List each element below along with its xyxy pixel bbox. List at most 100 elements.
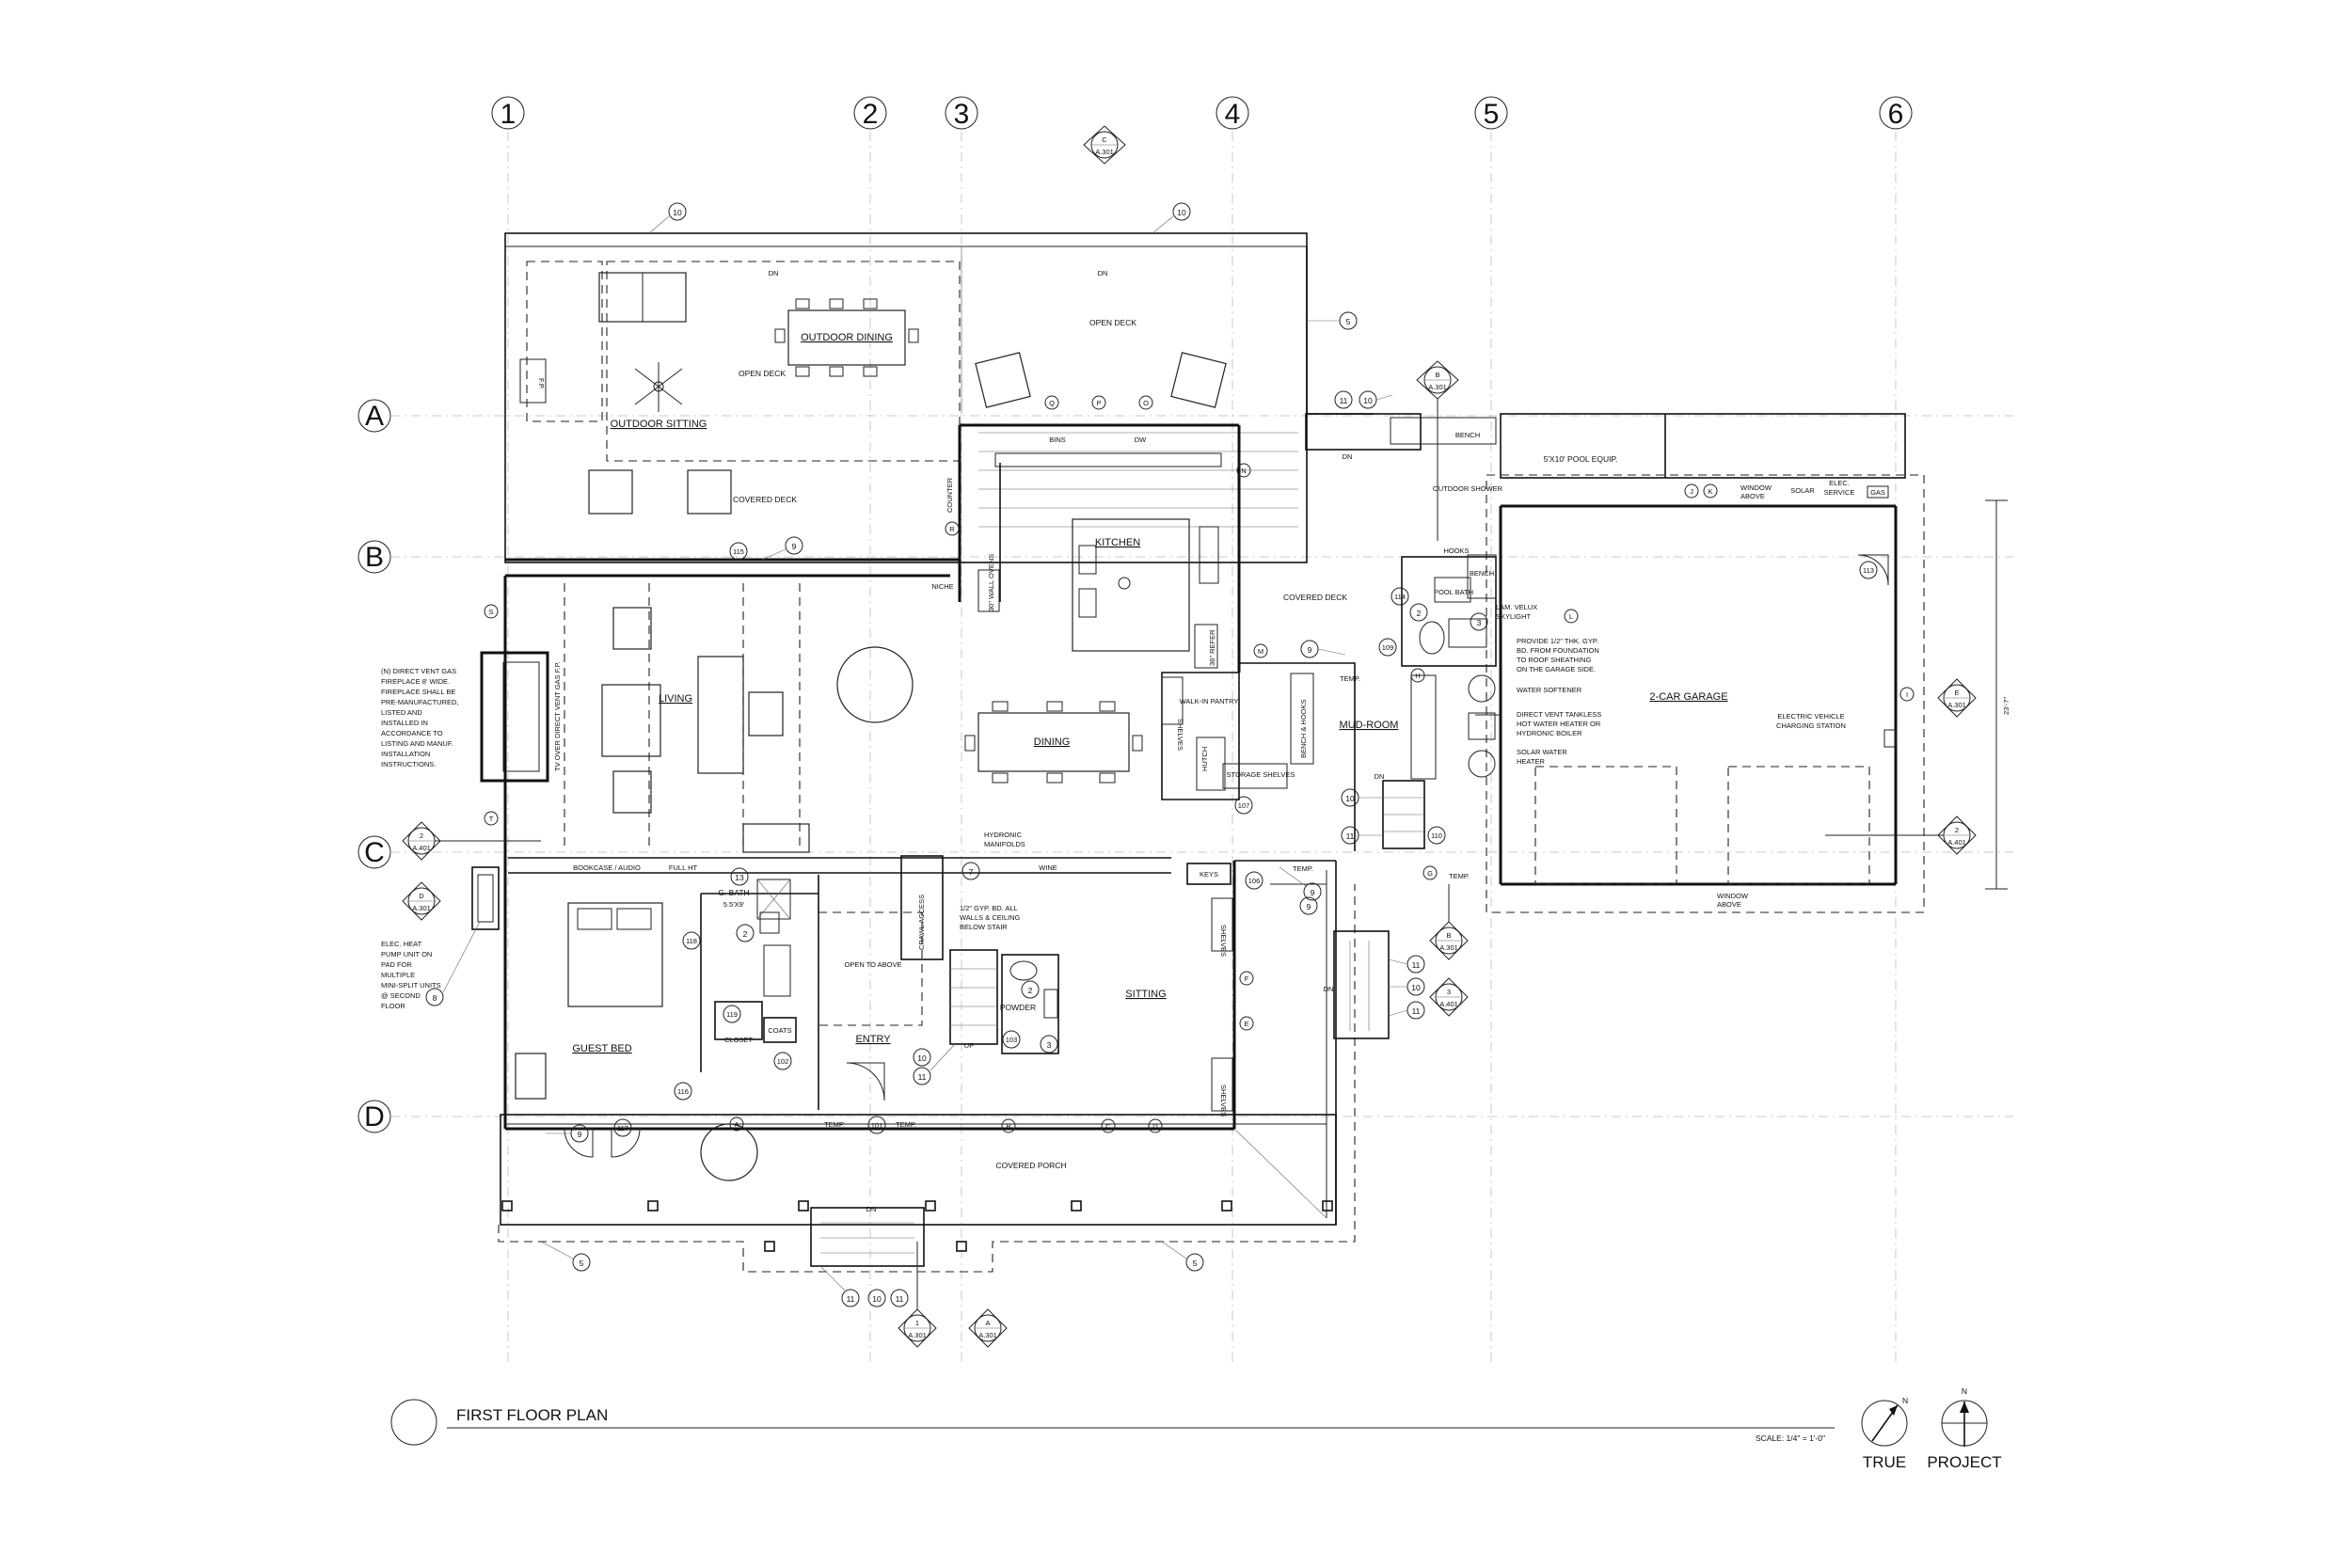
grid-row-d: D: [358, 1100, 2013, 1133]
svg-text:A.301: A.301: [1428, 383, 1447, 391]
title-block: FIRST FLOOR PLAN SCALE: 1/4" = 1'-0": [390, 1399, 1835, 1446]
svg-text:109: 109: [1382, 643, 1394, 652]
svg-text:2: 2: [420, 832, 423, 840]
room-label-kitchen: KITCHEN: [1095, 537, 1140, 548]
keynote: 13: [730, 867, 749, 886]
keynotes: 10 10 5 11 10 9 9 10 11 13 2 7 8 11 10 1…: [425, 202, 1488, 1307]
drawing-scale: SCALE: 1/4" = 1'-0": [1756, 1433, 1825, 1443]
svg-text:LISTED AND: LISTED AND: [381, 708, 422, 717]
keynote: 9: [761, 536, 803, 561]
room-label-dining: DINING: [1034, 736, 1071, 748]
rear-deck: [504, 232, 1497, 563]
svg-text:LISTING AND MANUF.: LISTING AND MANUF.: [381, 739, 453, 748]
svg-text:E: E: [1244, 1020, 1248, 1028]
dining-chairs: [774, 298, 919, 377]
window-above-note-2a: WINDOW: [1717, 892, 1749, 900]
room-label-entry: ENTRY: [855, 1034, 891, 1045]
keynote: 10: [867, 1289, 886, 1307]
svg-text:1: 1: [915, 1319, 919, 1327]
window-marker: O: [1138, 395, 1153, 410]
window-markers: Q P O N M L K J I H G F E D C B A S R T: [484, 395, 1915, 1133]
svg-text:11: 11: [847, 1294, 855, 1304]
dw-note: DW: [1135, 436, 1147, 444]
keynote: 11: [819, 1265, 860, 1307]
main-house-walls: [480, 423, 1497, 1131]
svg-text:INSTALLATION: INSTALLATION: [381, 750, 430, 758]
svg-text:10: 10: [1411, 983, 1421, 992]
window-marker: R: [945, 521, 960, 536]
room-label-covered-deck-east: COVERED DECK: [1283, 593, 1347, 602]
bench-note-bath: BENCH: [1470, 569, 1494, 578]
svg-text:2: 2: [1028, 986, 1033, 995]
window-marker: B: [1001, 1118, 1016, 1133]
svg-text:F: F: [1245, 974, 1249, 983]
svg-text:10: 10: [673, 208, 682, 217]
svg-text:ACCORDANCE TO: ACCORDANCE TO: [381, 729, 443, 737]
bench-hooks-note: BENCH & HOOKS: [1299, 699, 1308, 758]
svg-text:119: 119: [726, 1010, 738, 1019]
dn-note-2: DN: [1098, 269, 1108, 277]
room-tag: 103: [1002, 1030, 1021, 1049]
keynote: 5: [1161, 1241, 1204, 1272]
keynote: 2: [736, 924, 755, 942]
keynote: 9: [1300, 640, 1346, 658]
svg-text:113: 113: [1863, 566, 1874, 575]
window-marker: S: [484, 604, 499, 619]
svg-text:L: L: [1569, 612, 1573, 621]
svg-text:ELEC. HEAT: ELEC. HEAT: [381, 940, 422, 948]
grid-row-c: C: [358, 835, 2013, 869]
room-tag: 115: [729, 542, 748, 561]
svg-text:5: 5: [1193, 1259, 1198, 1268]
sitting-shelves-note-2: SHELVES: [1219, 1085, 1228, 1117]
room-label-walk-in-pantry: WALK-IN PANTRY: [1180, 697, 1239, 705]
svg-text:D: D: [419, 892, 424, 900]
svg-text:A.401: A.401: [1947, 838, 1966, 847]
ev-note-1: ELECTRIC VEHICLE: [1777, 712, 1844, 721]
gyp-note-1: PROVIDE 1/2" THK. GYP.: [1517, 637, 1598, 645]
keynote: 8: [425, 921, 481, 1006]
room-tag: 116: [674, 1082, 692, 1101]
elec-service-note-2: SERVICE: [1824, 488, 1855, 497]
crawl-access-note: CRAWL ACCESS: [917, 895, 926, 950]
elec-service-note-1: ELEC.: [1829, 479, 1850, 487]
svg-text:D: D: [1152, 1122, 1158, 1131]
window-marker: E: [1239, 1016, 1254, 1031]
svg-text:13: 13: [735, 873, 744, 882]
svg-text:A.401: A.401: [412, 844, 431, 852]
skylight-note-1: LAM. VELUX: [1496, 603, 1537, 611]
keynote: 10: [648, 202, 687, 234]
keynote: 2: [1409, 603, 1428, 622]
keynote: 7: [961, 862, 980, 880]
room-tag: 101: [867, 1116, 886, 1134]
svg-text:Q: Q: [1049, 399, 1055, 407]
svg-text:9: 9: [792, 542, 797, 551]
temp-note-2: TEMP.: [1293, 864, 1313, 873]
window-marker: D: [1148, 1118, 1163, 1133]
window-marker: C: [1101, 1118, 1116, 1133]
keynote: 10: [1389, 977, 1425, 996]
svg-text:B: B: [1006, 1122, 1010, 1131]
grid-label: 4: [1225, 99, 1241, 130]
dn-note-3: DN: [1343, 452, 1353, 461]
window-above-note-1a: WINDOW: [1740, 483, 1772, 492]
grid-label: C: [364, 837, 385, 868]
window-marker: F: [1239, 971, 1254, 986]
grid-column-2: 2: [853, 96, 887, 1364]
window-marker: K: [1703, 483, 1718, 499]
room-label-outdoor-shower: OUTDOOR SHOWER: [1433, 484, 1503, 493]
grid-label: B: [365, 542, 384, 573]
window-marker: T: [484, 811, 499, 826]
room-label-mud-room: MUD-ROOM: [1340, 720, 1399, 731]
svg-text:101: 101: [871, 1121, 883, 1130]
hydronic-note-2: MANIFOLDS: [984, 840, 1025, 848]
dimension-note: 23'-7": [2002, 697, 2010, 715]
water-heater-note-1: DIRECT VENT TANKLESS: [1517, 710, 1601, 719]
room-tag: 106: [1245, 871, 1263, 890]
grid-label: A: [365, 401, 384, 432]
room-label-g-bath-size: 5.5'X9': [723, 900, 745, 909]
svg-text:3: 3: [1047, 1040, 1052, 1050]
north-letter-true: N: [1902, 1396, 1908, 1405]
keynote: 9: [1299, 896, 1318, 915]
svg-text:A.301: A.301: [908, 1331, 927, 1339]
